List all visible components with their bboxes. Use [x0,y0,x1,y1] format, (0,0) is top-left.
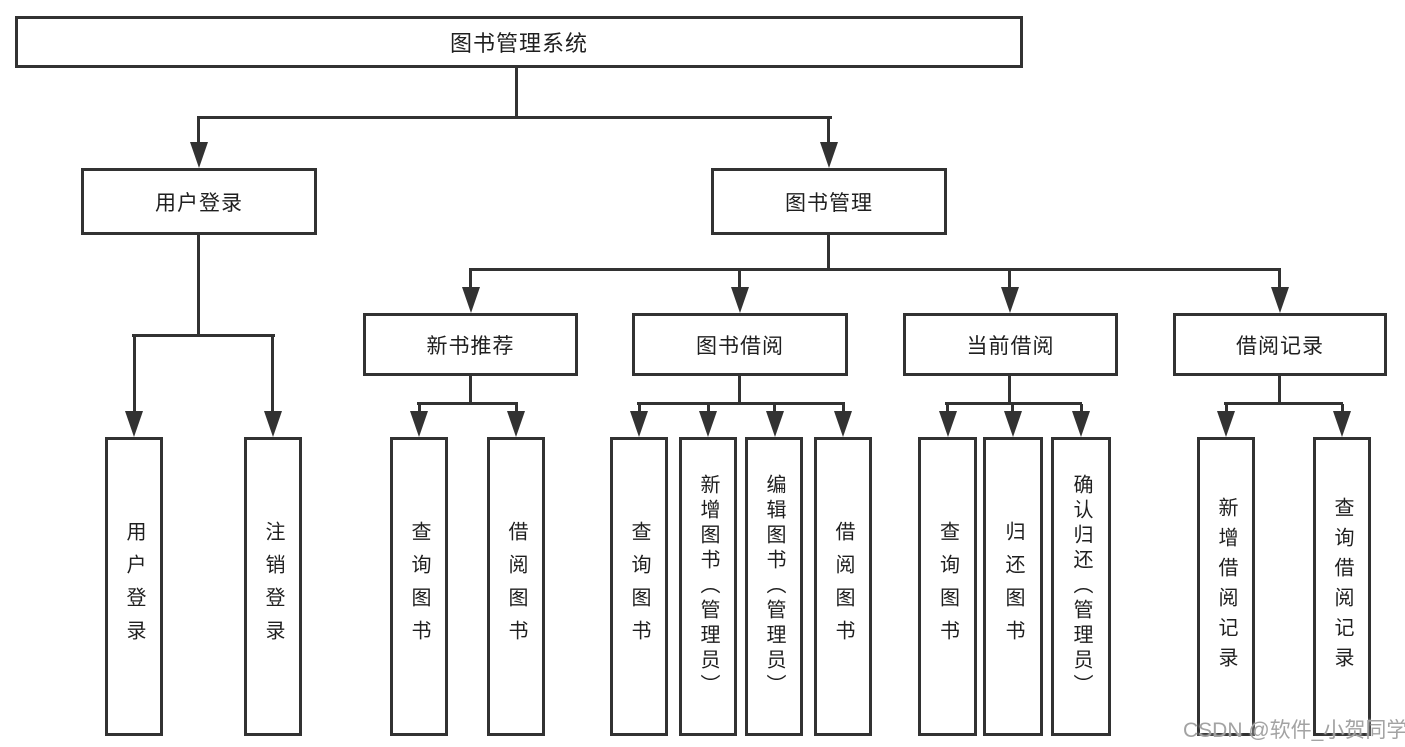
connector-line [945,402,1082,405]
arrowhead-down-icon [1271,287,1289,313]
node-label: 新书推荐 [426,334,515,358]
connector-line [707,404,710,412]
leaf-add-borrow-record: 新增借阅记录 [1197,437,1255,736]
connector-line [1008,270,1011,288]
arrowhead-down-icon [939,411,957,437]
connector-line [271,336,274,412]
arrowhead-down-icon [410,411,428,437]
leaf-label: 查询图书 [408,520,430,653]
node-borrowing-records: 借阅记录 [1173,313,1387,376]
connector-line [1224,402,1343,405]
connector-line [1225,404,1228,412]
leaf-label: 查询借阅记录 [1331,496,1353,677]
connector-line [738,376,741,404]
connector-line [1011,404,1014,412]
leaf-query-book-current: 查询图书 [918,437,977,736]
connector-line [197,235,200,336]
connector-line [842,404,845,412]
leaf-label: 确认归还（管理员） [1070,474,1092,699]
node-label: 用户登录 [155,191,243,215]
node-book-management: 图书管理 [711,168,947,235]
connector-line [827,118,830,145]
arrowhead-down-icon [125,411,143,437]
leaf-confirm-return-admin: 确认归还（管理员） [1051,437,1111,736]
leaf-edit-book-admin: 编辑图书（管理员） [745,437,803,736]
connector-line [418,404,421,412]
leaf-query-book-borrowing: 查询图书 [610,437,668,736]
arrowhead-down-icon [1001,287,1019,313]
leaf-borrow-book-recommend: 借阅图书 [487,437,545,736]
arrowhead-down-icon [1217,411,1235,437]
leaf-logout: 注销登录 [244,437,302,736]
node-label: 借阅记录 [1236,334,1324,358]
arrowhead-down-icon [264,411,282,437]
connector-line [197,118,200,145]
leaf-label: 注销登录 [262,520,284,653]
arrowhead-down-icon [462,287,480,313]
connector-line [946,404,949,412]
connector-line [469,268,1281,271]
csdn-watermark: CSDN @软件_小贺同学 [1183,719,1405,742]
connector-line [515,68,518,118]
arrowhead-down-icon [820,142,838,168]
connector-line [827,235,830,270]
connector-line [773,404,776,412]
leaf-label: 归还图书 [1002,520,1024,653]
node-label: 图书管理 [785,191,873,215]
arrowhead-down-icon [1333,411,1351,437]
node-user-login: 用户登录 [81,168,317,235]
arrowhead-down-icon [630,411,648,437]
arrowhead-down-icon [731,287,749,313]
connector-line [133,336,136,412]
leaf-user-login: 用户登录 [105,437,163,736]
node-label: 当前借阅 [966,334,1055,358]
arrowhead-down-icon [507,411,525,437]
leaf-label: 编辑图书（管理员） [763,474,785,699]
arrowhead-down-icon [190,142,208,168]
connector-line [1341,404,1344,412]
arrowhead-down-icon [1072,411,1090,437]
node-book-borrowing: 图书借阅 [632,313,848,376]
leaf-return-book: 归还图书 [983,437,1043,736]
node-label: 图书借阅 [696,334,784,358]
connector-line [132,334,275,337]
leaf-label: 借阅图书 [505,520,527,653]
connector-line [469,376,472,404]
connector-line [197,116,832,119]
connector-line [469,270,472,288]
connector-line [637,402,845,405]
arrowhead-down-icon [1004,411,1022,437]
leaf-label: 新增借阅记录 [1215,496,1237,677]
leaf-label: 查询图书 [936,520,959,653]
connector-line [515,404,518,412]
connector-line [417,402,518,405]
arrowhead-down-icon [834,411,852,437]
connector-line [1008,376,1011,404]
node-new-book-recommend: 新书推荐 [363,313,578,376]
node-library-management-system: 图书管理系统 [15,16,1023,68]
leaf-label: 新增图书（管理员） [697,474,719,699]
node-current-borrowing: 当前借阅 [903,313,1118,376]
connector-line [638,404,641,412]
connector-line [1080,404,1083,412]
leaf-label: 查询图书 [628,520,650,653]
leaf-add-book-admin: 新增图书（管理员） [679,437,737,736]
leaf-query-book-recommend: 查询图书 [390,437,448,736]
arrowhead-down-icon [766,411,784,437]
node-label: 图书管理系统 [449,31,588,56]
leaf-label: 用户登录 [123,520,145,653]
connector-line [1278,376,1281,404]
leaf-query-borrow-record: 查询借阅记录 [1313,437,1371,736]
leaf-borrow-book: 借阅图书 [814,437,872,736]
connector-line [1278,270,1281,288]
leaf-label: 借阅图书 [832,520,854,653]
connector-line [738,270,741,288]
arrowhead-down-icon [699,411,717,437]
